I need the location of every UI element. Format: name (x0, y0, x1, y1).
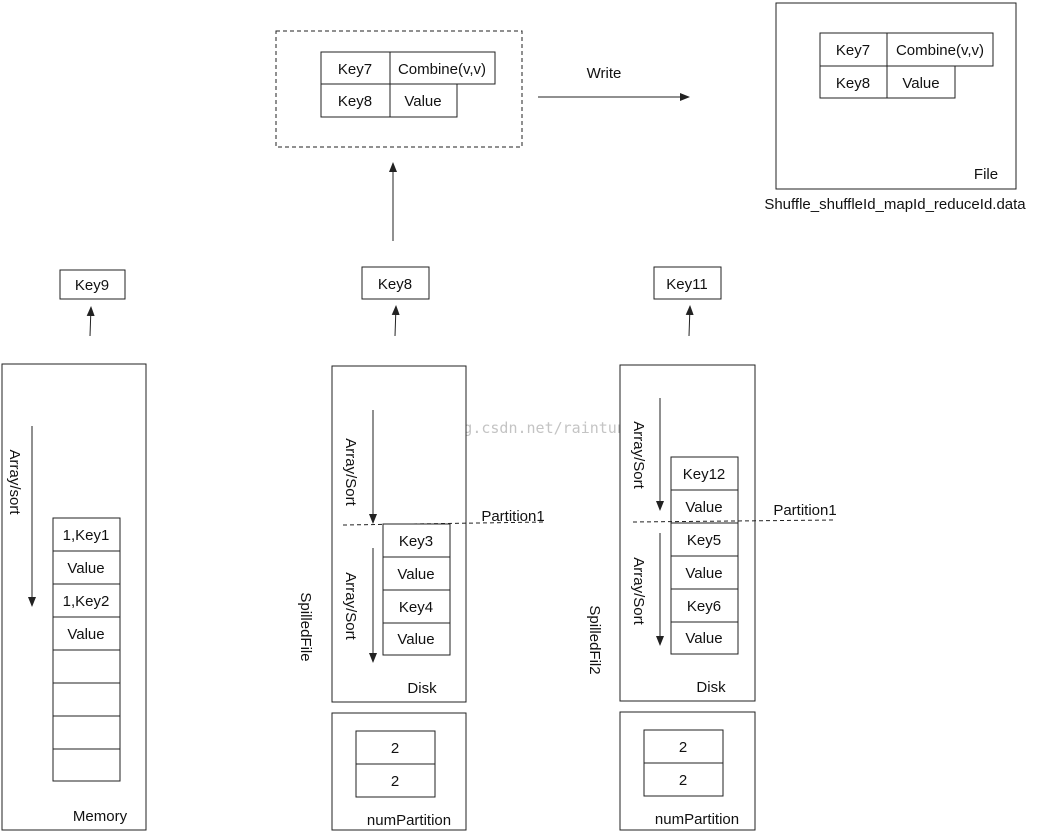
memory-sort-label: Array/sort (6, 449, 23, 515)
memory-cell-text: 1,Key2 (63, 593, 110, 610)
output-file-key7: Key7 (836, 42, 870, 59)
spill1-numpartition: 2 2 numPartition (331, 712, 467, 831)
spill1-cell (382, 556, 451, 591)
memory-cell-text: Value (67, 626, 104, 643)
top-buffer-combine: Combine(v,v) (398, 61, 486, 78)
spill1-sort-label-1: Array/Sort (342, 438, 359, 506)
spill2-num-value: 2 (679, 772, 687, 789)
spill2-cell-text: Key6 (687, 598, 721, 615)
spill2-cell (670, 522, 739, 557)
memory-cell-text: Value (67, 560, 104, 577)
spill2-num-label: numPartition (655, 811, 739, 828)
write-label: Write (587, 65, 622, 82)
spill1-cell (382, 589, 451, 624)
spill2-num-value: 2 (679, 739, 687, 756)
head-key-memory-label: Key9 (75, 277, 109, 294)
spill1-panel: Array/Sort Partition1 Array/Sort Key3 Va… (331, 365, 546, 703)
spill1-cell-text: Value (397, 631, 434, 648)
spill1-up-arrow (391, 305, 400, 337)
top-buffer: Key7 Combine(v,v) Key8 Value (275, 30, 523, 148)
head-key-spill1-label: Key8 (378, 276, 412, 293)
spill2-cell (670, 489, 739, 524)
spill2-numpartition: 2 2 numPartition (619, 711, 756, 831)
spill2-cell-text: Value (685, 630, 722, 647)
spill1-num-cell (355, 763, 436, 798)
spill1-cell (382, 523, 451, 558)
spill2-partition-line (632, 519, 835, 523)
top-buffer-cell (389, 83, 458, 118)
spill2-disk-label: Disk (696, 679, 726, 696)
top-buffer-cell (389, 51, 496, 85)
top-buffer-cell (320, 51, 391, 85)
output-file: Key7 Combine(v,v) Key8 Value File (775, 2, 1017, 190)
spill2-cell-text: Value (685, 565, 722, 582)
output-file-cell (886, 65, 956, 99)
memory-cell (52, 517, 121, 552)
spill2-sort-label-2: Array/Sort (630, 557, 647, 625)
memory-label: Memory (73, 808, 128, 825)
top-buffer-key8: Key8 (338, 93, 372, 110)
memory-cell (52, 616, 121, 651)
spill1-cell-text: Key4 (399, 599, 433, 616)
output-file-key8: Key8 (836, 75, 870, 92)
spill2-panel: Array/Sort Key12 Value Partition1 Array/… (619, 364, 837, 702)
spill1-num-label: numPartition (367, 812, 451, 829)
spill1-side-label: SpilledFile (297, 592, 314, 661)
spill2-cell-text: Key5 (687, 532, 721, 549)
memory-panel: Array/sort 1,Key1 Value 1,Key2 Value Mem… (1, 363, 147, 831)
spill1-num-value: 2 (391, 740, 399, 757)
output-file-cell (819, 32, 888, 67)
top-buffer-value: Value (404, 93, 441, 110)
output-file-label: File (974, 166, 998, 183)
top-buffer-key7: Key7 (338, 61, 372, 78)
memory-cell (52, 649, 121, 684)
output-file-combine: Combine(v,v) (896, 42, 984, 59)
output-file-cell (886, 32, 994, 67)
spill2-cell (670, 621, 739, 655)
memory-cell (52, 748, 121, 782)
top-buffer-cell (320, 83, 391, 118)
memory-up-arrow (86, 306, 95, 337)
head-key-spill1 (361, 266, 430, 300)
spill2-num-cell (643, 762, 724, 797)
memory-cell (52, 715, 121, 750)
spill2-partition-label: Partition1 (773, 502, 836, 519)
spill2-cell-text: Key12 (683, 466, 726, 483)
head-key-spill2-label: Key11 (666, 276, 707, 293)
spill1-num-cell (355, 730, 436, 765)
spill1-disk-label: Disk (407, 680, 437, 697)
spill1-sort-label-2: Array/Sort (342, 572, 359, 640)
spill1-cell (382, 622, 451, 656)
spill2-up-arrow (685, 305, 694, 337)
spill1-num-value: 2 (391, 773, 399, 790)
spill1-partition-label: Partition1 (481, 508, 544, 525)
memory-cell (52, 583, 121, 618)
spill2-side-label: SpilledFil2 (586, 605, 603, 674)
output-file-value: Value (902, 75, 939, 92)
spill2-sort-label-1: Array/Sort (630, 421, 647, 489)
memory-cell-text: 1,Key1 (63, 527, 110, 544)
spill2-cell-text: Value (685, 499, 722, 516)
head-key-spill2 (653, 266, 722, 300)
memory-cell (52, 682, 121, 717)
memory-cell (52, 550, 121, 585)
spill1-cell-text: Key3 (399, 533, 433, 550)
spill2-cell (670, 456, 739, 491)
head-key-memory (59, 269, 126, 300)
spill1-cell-text: Value (397, 566, 434, 583)
top-buffer-frame (275, 30, 523, 148)
output-filename: Shuffle_shuffleId_mapId_reduceId.data (764, 196, 1026, 213)
